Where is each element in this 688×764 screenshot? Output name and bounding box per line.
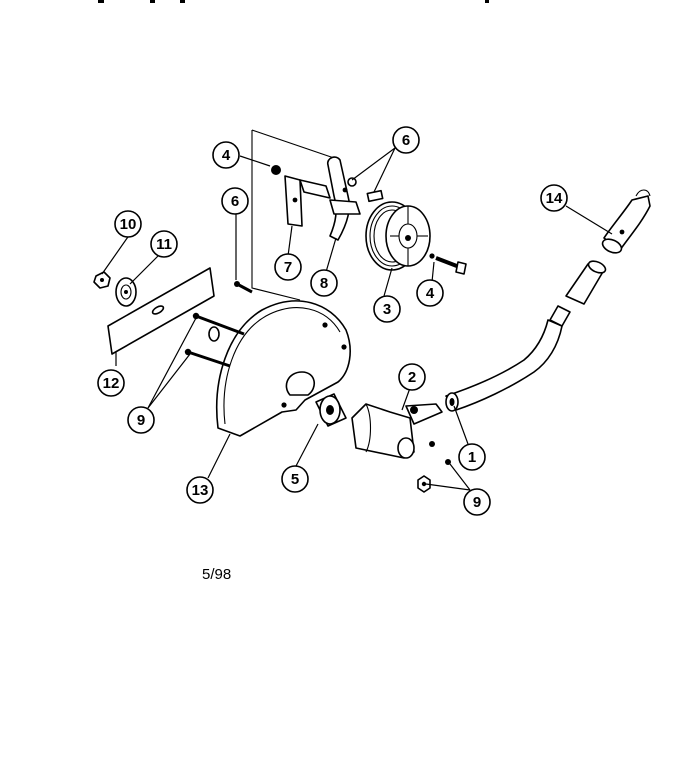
callout-4-wheel-bolt: 4 — [416, 279, 444, 307]
svg-text:2: 2 — [408, 369, 416, 386]
callout-1-handle-tube: 1 — [458, 443, 486, 471]
lever-hardware — [271, 165, 384, 203]
svg-text:4: 4 — [426, 285, 435, 302]
leader-lines — [101, 147, 613, 491]
svg-text:5: 5 — [291, 471, 299, 488]
callout-5-spacer: 5 — [281, 465, 309, 493]
callout-7-bracket: 7 — [274, 253, 302, 281]
svg-text:11: 11 — [156, 236, 172, 253]
handle-connector — [549, 305, 571, 327]
callout-14-upper-handle: 14 — [540, 184, 568, 212]
callout-13-housing: 13 — [186, 476, 214, 504]
svg-text:6: 6 — [231, 193, 239, 210]
svg-text:9: 9 — [473, 494, 481, 511]
svg-text:10: 10 — [120, 216, 137, 233]
svg-text:14: 14 — [546, 190, 563, 207]
shaft-spacer — [315, 393, 347, 427]
svg-text:8: 8 — [320, 275, 328, 292]
wheel — [365, 201, 431, 271]
svg-text:7: 7 — [284, 259, 292, 276]
svg-text:4: 4 — [222, 147, 231, 164]
svg-text:1: 1 — [468, 449, 476, 466]
callout-9-shaft-bolts: 9 — [127, 406, 155, 434]
svg-text:12: 12 — [103, 375, 120, 392]
svg-text:9: 9 — [137, 412, 145, 429]
callout-3-wheel: 3 — [373, 295, 401, 323]
svg-text:3: 3 — [383, 301, 391, 318]
upper-handle — [565, 189, 651, 305]
callout-10-nut: 10 — [114, 210, 142, 238]
carriage-bolt — [234, 281, 253, 294]
bracket — [284, 175, 331, 227]
shaft-bolts — [184, 312, 245, 368]
svg-text:13: 13 — [192, 482, 209, 499]
blade-housing — [216, 300, 351, 437]
handle-tube — [445, 319, 563, 412]
callout-8-lever: 8 — [310, 269, 338, 297]
mounting-plate — [251, 129, 335, 301]
blade-nut — [93, 271, 111, 289]
handle-clamp — [351, 403, 451, 493]
blade-washer — [115, 277, 137, 307]
cropped-header-fragment — [98, 0, 489, 3]
callout-4-nut: 4 — [212, 141, 240, 169]
edger-blade — [107, 267, 215, 355]
callout-12-blade: 12 — [97, 369, 125, 397]
callout-6-lever-hardware: 6 — [392, 126, 420, 154]
callout-2-clamp: 2 — [398, 363, 426, 391]
adjustment-lever — [326, 156, 361, 241]
callout-6-carriage-bolt: 6 — [221, 187, 249, 215]
callout-11-washer: 11 — [150, 230, 178, 258]
revision-date: 5/98 — [202, 566, 232, 583]
wheel-bolt — [429, 253, 467, 275]
callout-9-clamp-hardware: 9 — [463, 488, 491, 516]
svg-text:6: 6 — [402, 132, 410, 149]
